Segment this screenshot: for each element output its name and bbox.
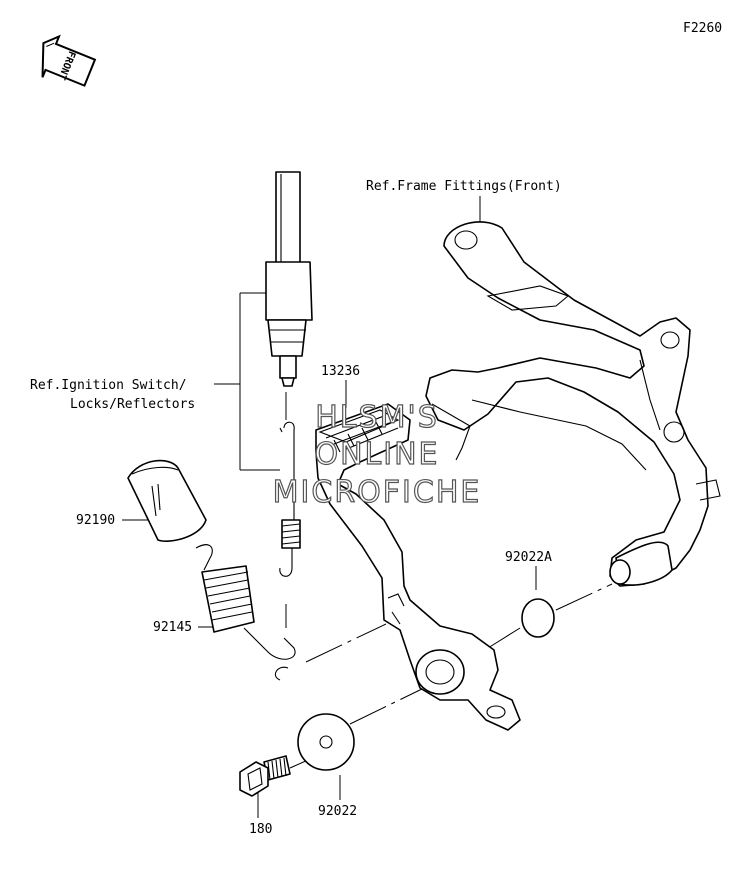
ref-ignition-label-line1: Ref.Ignition Switch/	[30, 378, 187, 393]
brake-pedal	[315, 403, 521, 731]
watermark: HLSM'S ONLINE MICROFICHE	[272, 399, 482, 510]
ref-frame-fittings-label: Ref.Frame Fittings(Front)	[366, 179, 562, 194]
watermark-line3: MICROFICHE	[273, 475, 482, 510]
part-number-spring: 92145	[153, 620, 192, 635]
part-number-bolt: 180	[249, 822, 272, 837]
switch-spring	[279, 421, 301, 577]
part-number-cap: 92190	[76, 513, 115, 528]
leader-lines	[122, 196, 613, 818]
frame-fittings	[425, 221, 721, 587]
watermark-line2: ONLINE	[314, 437, 439, 472]
front-arrow-icon: FRONT	[41, 34, 97, 87]
bolt	[239, 755, 291, 797]
washer-small	[521, 598, 555, 638]
part-number-washer-large: 92022	[318, 804, 357, 819]
washer-large	[297, 713, 355, 771]
diagram-code: F2260	[683, 21, 722, 36]
return-spring	[195, 544, 296, 681]
part-number-pedal: 13236	[321, 364, 360, 379]
brake-switch	[265, 171, 313, 387]
rubber-cap	[127, 459, 207, 542]
part-number-washer-small: 92022A	[505, 550, 552, 565]
watermark-line1: HLSM'S	[315, 400, 439, 435]
ref-ignition-label-line2: Locks/Reflectors	[70, 397, 195, 412]
